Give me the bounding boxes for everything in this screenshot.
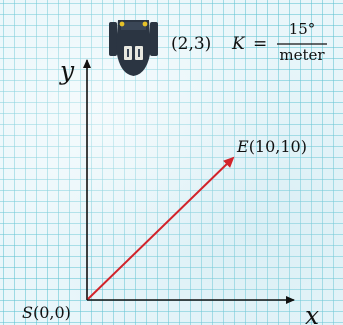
start-point-prefix: S xyxy=(22,303,33,322)
robot-icon xyxy=(109,20,158,76)
displacement-vector xyxy=(87,156,235,300)
y-axis-label: y xyxy=(59,56,75,85)
gain-numerator: 15° xyxy=(289,20,316,38)
end-point-coords: (10,10) xyxy=(249,137,307,156)
start-point-label: S(0,0) xyxy=(22,303,71,322)
robot-position-label: (2,3) xyxy=(171,34,211,54)
gain-symbol: K xyxy=(231,34,246,54)
start-point-coords: (0,0) xyxy=(33,303,71,322)
svg-text:E(10,10): E(10,10) xyxy=(236,137,307,156)
gain-equals-sign: = xyxy=(253,34,267,54)
end-point-prefix: E xyxy=(236,137,249,156)
gain-denominator: meter xyxy=(279,46,325,64)
end-point-label: E(10,10) xyxy=(236,137,307,156)
svg-text:S(0,0): S(0,0) xyxy=(22,303,71,322)
x-axis-label: x xyxy=(305,301,319,325)
